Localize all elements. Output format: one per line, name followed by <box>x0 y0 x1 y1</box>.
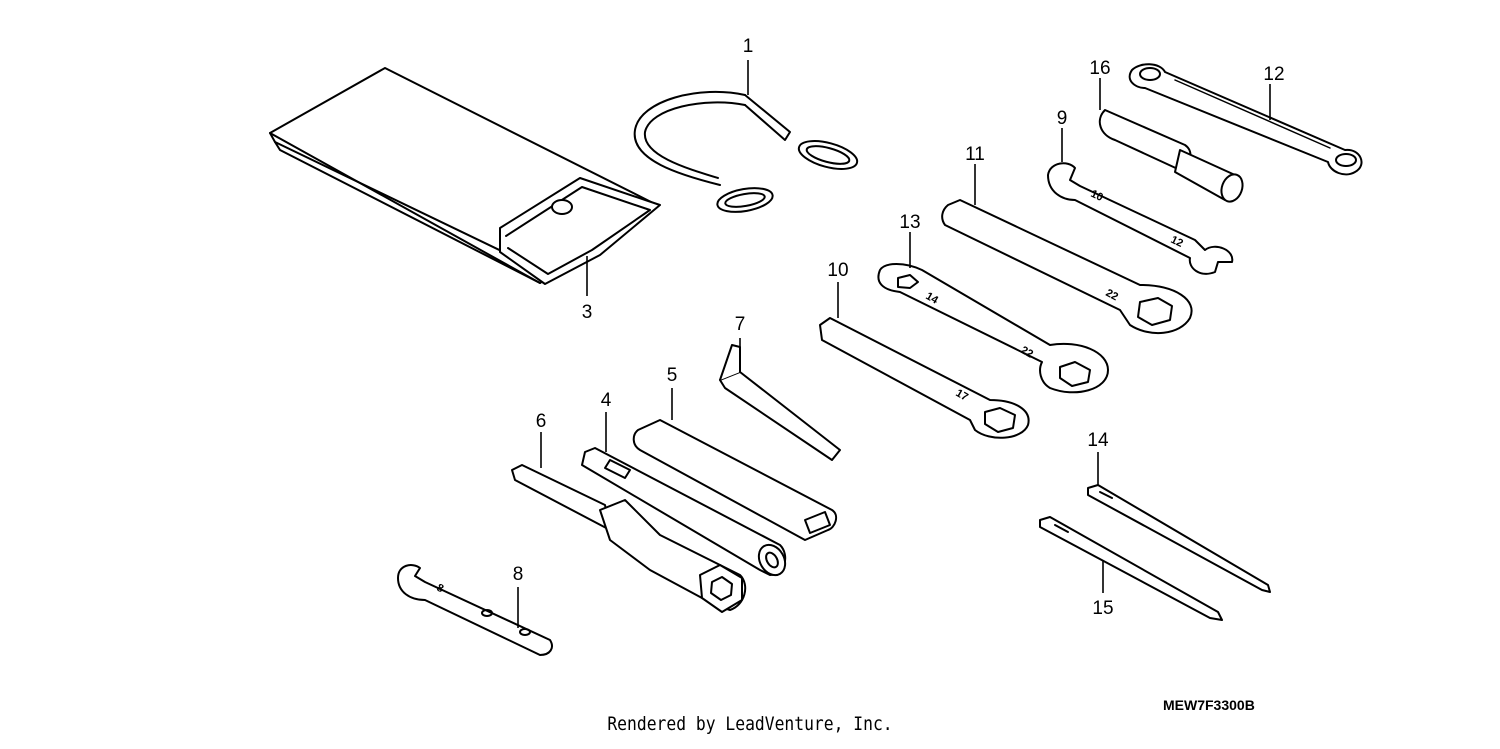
extension-bar <box>632 419 838 541</box>
open-end-wrench-10-12: 10 12 <box>1047 162 1234 275</box>
ring-wrench-22: 22 <box>941 199 1193 335</box>
callout-9: 9 <box>1057 108 1068 129</box>
size-mark: 10 <box>1089 188 1105 204</box>
screwdriver-blade-15 <box>1039 516 1223 621</box>
hex-key <box>719 344 841 461</box>
callout-8: 8 <box>513 564 524 585</box>
socket-wrench <box>581 447 787 577</box>
callout-13: 13 <box>899 212 920 233</box>
size-mark: 22 <box>1104 287 1120 303</box>
handle <box>1098 109 1244 203</box>
render-credit: Rendered by LeadVenture, Inc. <box>607 713 893 735</box>
size-mark: 22 <box>1019 344 1036 361</box>
size-mark: 8 <box>435 582 446 595</box>
size-mark: 17 <box>954 387 971 404</box>
box-wrench <box>1128 63 1363 176</box>
callout-5: 5 <box>667 365 678 386</box>
small-open-end-wrench: 8 <box>397 564 553 656</box>
callout-7: 7 <box>735 314 746 335</box>
callout-11: 11 <box>965 144 985 165</box>
callout-6: 6 <box>536 411 547 432</box>
diagram-code: MEW7F3300B <box>1163 697 1255 713</box>
callout-15: 15 <box>1092 598 1113 619</box>
ring-wrench-17: 17 <box>819 317 1030 439</box>
callout-1: 1 <box>743 36 754 57</box>
strap <box>633 91 859 213</box>
callout-10: 10 <box>827 260 848 281</box>
callout-16: 16 <box>1089 58 1110 79</box>
screwdriver-blade-14 <box>1087 484 1271 593</box>
spark-plug-wrench <box>511 464 747 613</box>
tool-bag <box>269 67 661 285</box>
size-mark: 12 <box>1169 234 1185 250</box>
callout-3: 3 <box>582 302 593 323</box>
callout-14: 14 <box>1087 430 1109 451</box>
double-ring-wrench-14-22: 14 22 <box>877 263 1109 394</box>
callout-12: 12 <box>1263 64 1284 85</box>
callout-4: 4 <box>601 390 612 411</box>
